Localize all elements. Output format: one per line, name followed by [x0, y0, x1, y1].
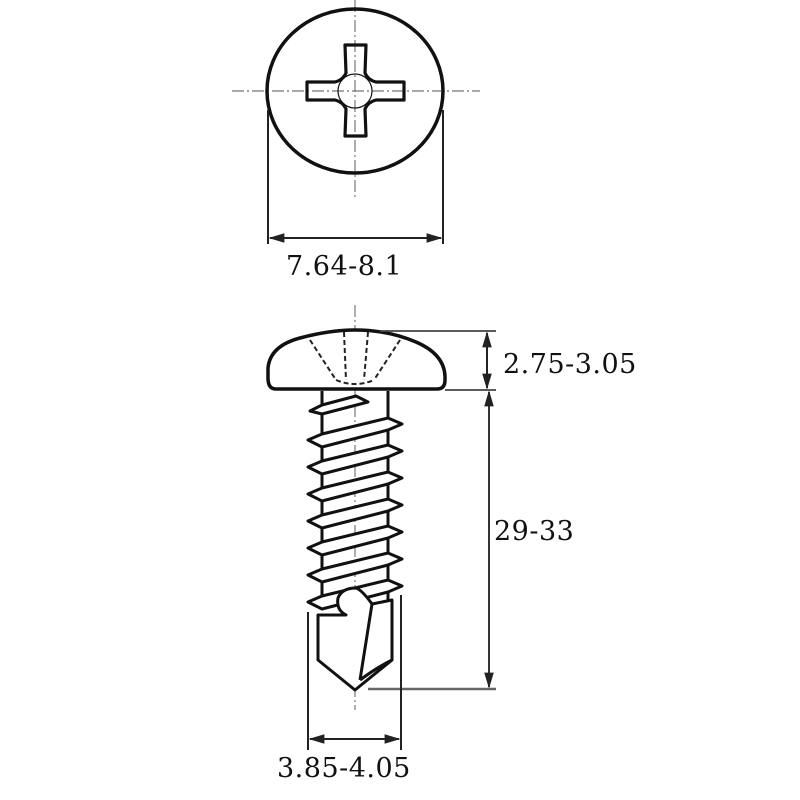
drill-point — [316, 586, 394, 692]
pan-head-outline — [266, 328, 447, 391]
length-label: 29-33 — [494, 516, 575, 547]
side-view — [266, 305, 496, 750]
top-view — [232, 0, 480, 244]
head-diameter-label: 7.64-8.1 — [286, 251, 403, 282]
thread-diameter-label: 3.85-4.05 — [277, 753, 411, 784]
phillips-recess-icon — [305, 43, 406, 138]
recess-center — [337, 73, 373, 109]
threaded-shank — [306, 391, 404, 611]
head-outline-circle — [265, 7, 445, 175]
head-height-label: 2.75-3.05 — [503, 349, 637, 380]
hidden-recess-lines — [309, 331, 401, 385]
